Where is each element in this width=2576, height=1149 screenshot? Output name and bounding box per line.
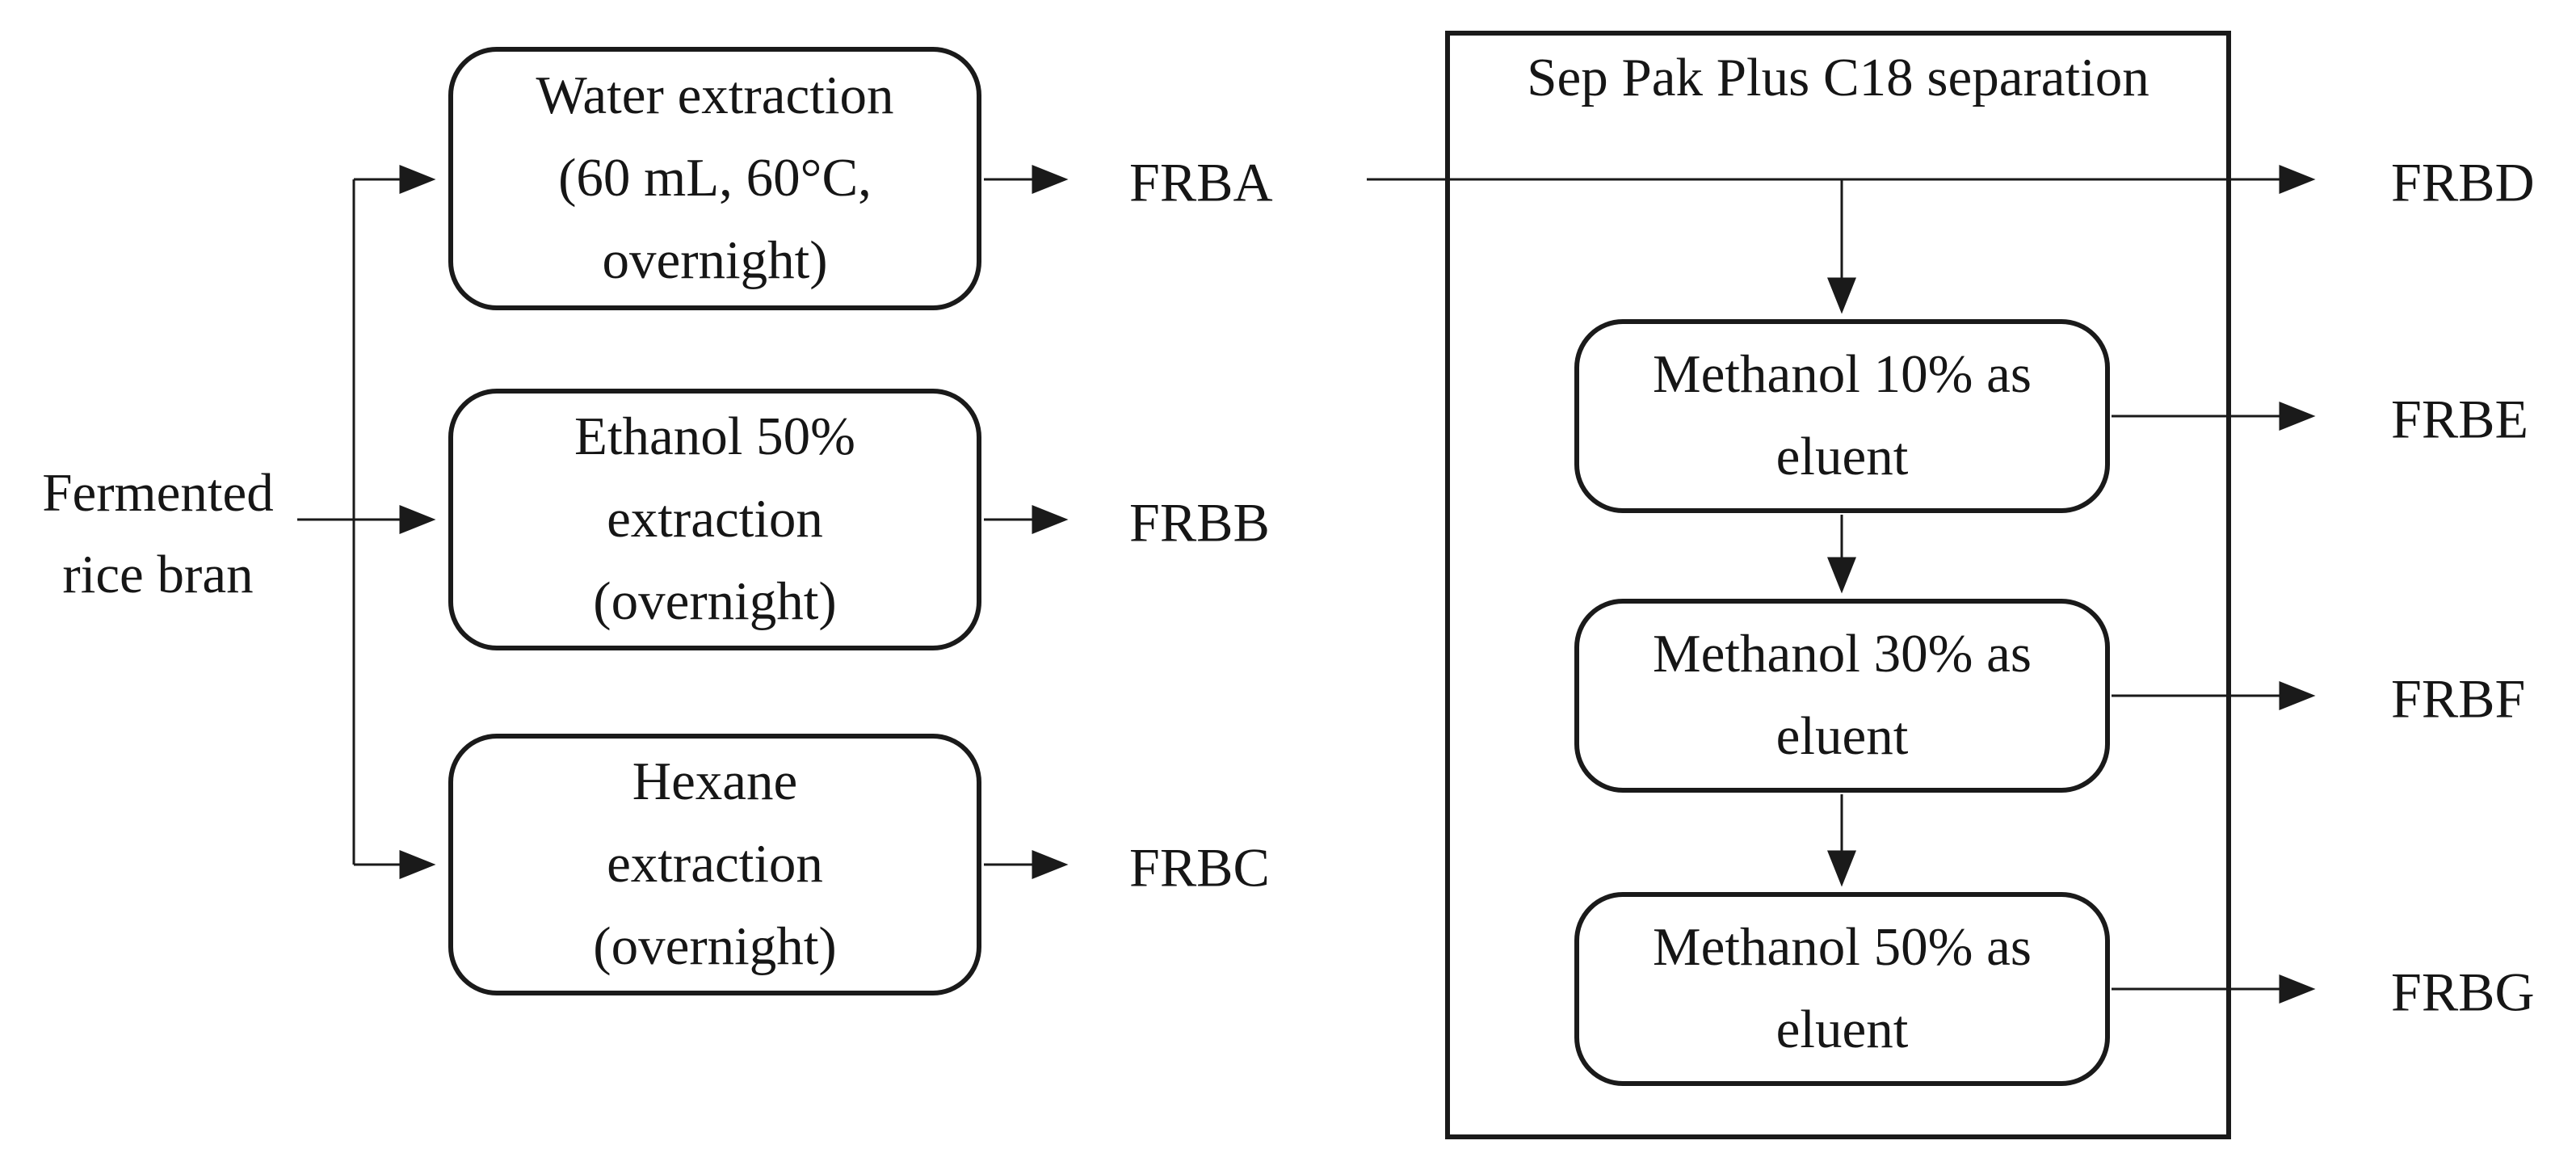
source-label: Fermented rice bran [6, 452, 309, 615]
output-label-frbb: FRBB [1129, 491, 1270, 553]
eluent-box-methanol-50-text: Methanol 50% as eluent [1653, 907, 2032, 1071]
box-text-line: (overnight) [593, 915, 837, 976]
eluent-box-methanol-30: Methanol 30% as eluent [1574, 599, 2110, 793]
box-text-line: eluent [1775, 706, 1909, 766]
output-label-frbc: FRBC [1129, 836, 1270, 899]
eluent-box-methanol-10-text: Methanol 10% as eluent [1653, 334, 2032, 499]
eluent-box-methanol-50: Methanol 50% as eluent [1574, 892, 2110, 1086]
box-text-line: eluent [1775, 1000, 1909, 1059]
box-text-line: eluent [1775, 427, 1909, 486]
output-label-frbe: FRBE [2391, 388, 2529, 450]
output-label-frba: FRBA [1129, 151, 1273, 213]
extraction-box-hexane-text: Hexane extraction (overnight) [593, 741, 836, 987]
box-text-line: Methanol 10% as [1653, 344, 2032, 405]
eluent-box-methanol-10: Methanol 10% as eluent [1574, 319, 2110, 513]
eluent-box-methanol-30-text: Methanol 30% as eluent [1653, 613, 2032, 778]
box-text-line: overnight) [602, 229, 828, 290]
box-text-line: extraction [607, 834, 823, 894]
extraction-box-ethanol: Ethanol 50% extraction (overnight) [448, 389, 981, 650]
separation-container [1445, 31, 2231, 1139]
source-label-line: Fermented [42, 463, 274, 523]
box-text-line: (overnight) [593, 570, 837, 631]
box-text-line: Methanol 50% as [1653, 917, 2032, 978]
source-label-line: rice bran [62, 544, 254, 604]
extraction-box-water-text: Water extraction (60 mL, 60°C, overnight… [536, 55, 894, 301]
output-label-frbg: FRBG [2391, 961, 2535, 1023]
output-label-frbd: FRBD [2391, 151, 2535, 213]
extraction-box-hexane: Hexane extraction (overnight) [448, 734, 981, 995]
box-text-line: (60 mL, 60°C, [558, 148, 872, 208]
separation-title: Sep Pak Plus C18 separation [1527, 48, 2149, 107]
box-text-line: Hexane [632, 751, 798, 812]
box-text-line: extraction [607, 489, 823, 549]
output-label-frbf: FRBF [2391, 667, 2526, 730]
extraction-box-water: Water extraction (60 mL, 60°C, overnight… [448, 47, 981, 310]
extraction-box-ethanol-text: Ethanol 50% extraction (overnight) [574, 396, 855, 642]
box-text-line: Ethanol 50% [574, 406, 855, 467]
box-text-line: Methanol 30% as [1653, 624, 2032, 684]
box-text-line: Water extraction [536, 65, 894, 126]
